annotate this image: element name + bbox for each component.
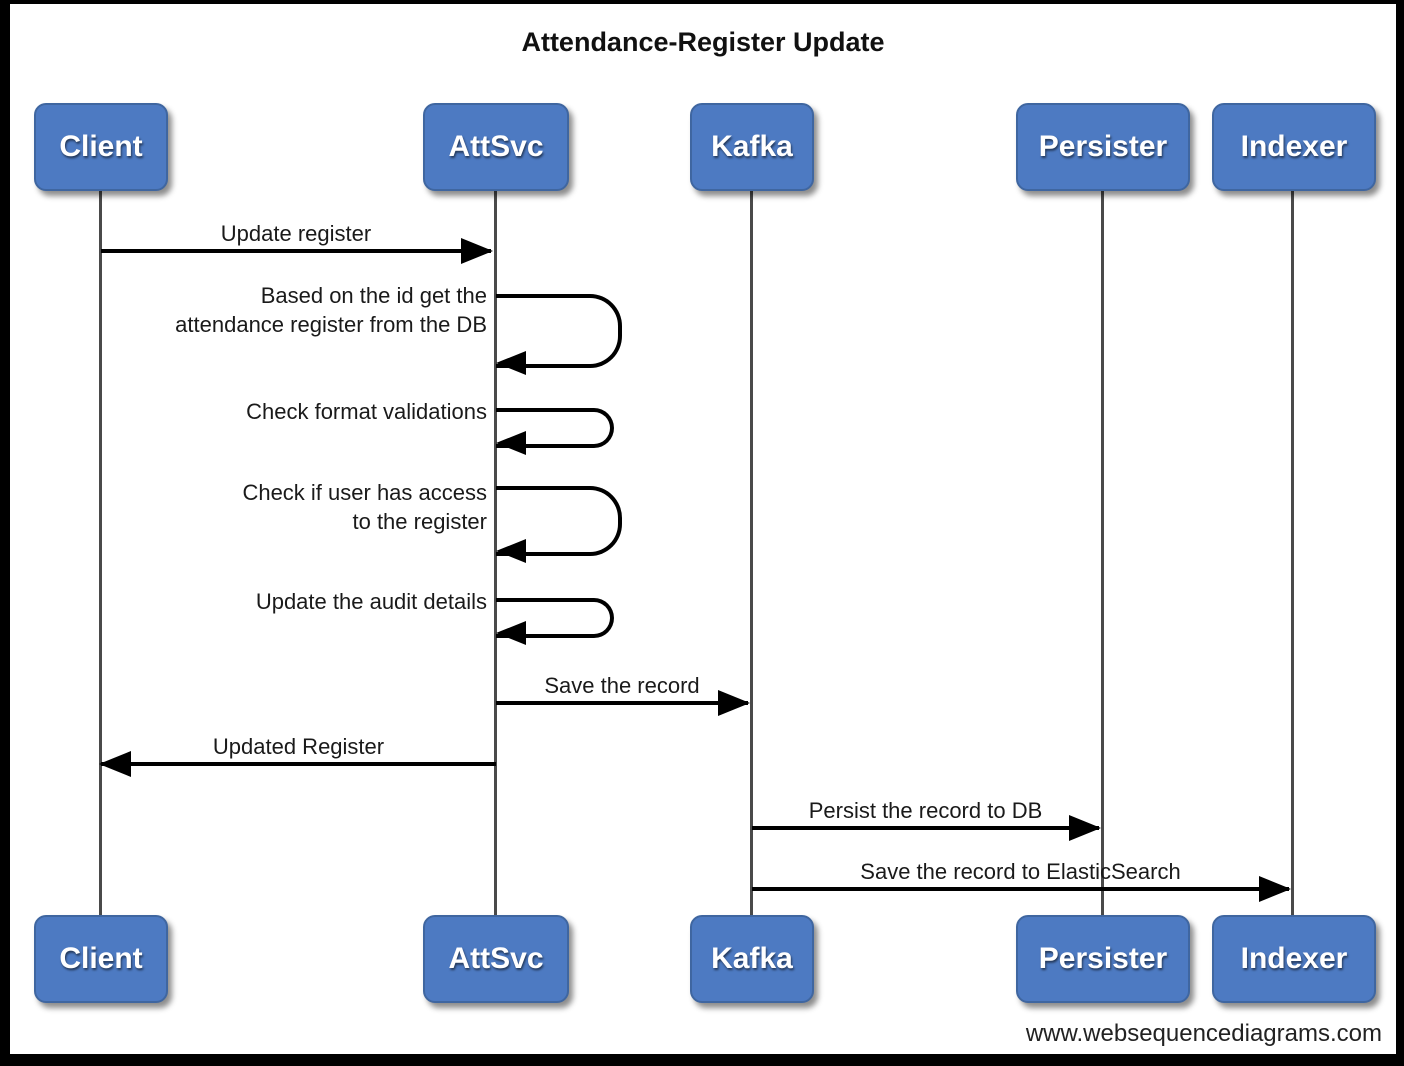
actor-box-persister-top: Persister <box>1016 103 1190 191</box>
actor-label: AttSvc <box>448 942 544 975</box>
lifeline-kafka <box>750 191 753 915</box>
actor-box-kafka-top: Kafka <box>690 103 814 191</box>
arrowhead-right-icon <box>1069 815 1101 841</box>
self-message-label-get-register: Based on the id get the attendance regis… <box>175 283 487 337</box>
watermark: www.websequencediagrams.com <box>1025 1020 1382 1047</box>
self-message-label-format-validations: Check format validations <box>246 399 487 424</box>
self-loop-user-access <box>496 486 622 563</box>
message-line <box>752 887 1289 891</box>
actor-label: Indexer <box>1240 942 1348 975</box>
actor-box-client-top: Client <box>34 103 168 191</box>
actor-label: Kafka <box>711 130 793 163</box>
message-updated-register: Updated Register <box>99 728 496 777</box>
arrowhead-right-icon <box>1259 876 1291 902</box>
arrowhead-right-icon <box>461 238 493 264</box>
self-loop-get-register <box>496 294 622 375</box>
arrowhead-left-icon <box>496 351 526 375</box>
lifeline-client <box>99 191 102 915</box>
lifeline-indexer <box>1291 191 1294 915</box>
arrowhead-left-icon <box>496 431 526 455</box>
message-line <box>752 826 1099 830</box>
actor-label: Persister <box>1038 130 1168 163</box>
message-label: Save the record to ElasticSearch <box>860 859 1181 884</box>
actor-label: AttSvc <box>448 130 544 163</box>
actor-box-client-bottom: Client <box>34 915 168 1003</box>
message-label: Updated Register <box>212 734 385 759</box>
arrowhead-left-icon <box>496 621 526 645</box>
lifeline-attsvc <box>494 191 497 915</box>
message-save-record: Save the record <box>496 667 750 716</box>
diagram-title: Attendance-Register Update <box>521 27 885 57</box>
message-label: Persist the record to DB <box>808 798 1043 823</box>
actor-box-indexer-bottom: Indexer <box>1212 915 1376 1003</box>
arrowhead-left-icon <box>496 539 526 563</box>
self-loop-format-validations <box>496 408 614 455</box>
message-update-register: Update register <box>101 215 493 264</box>
message-line <box>496 701 748 705</box>
message-label: Save the record <box>544 673 700 698</box>
actor-box-attsvc-bottom: AttSvc <box>423 915 569 1003</box>
message-persist-record: Persist the record to DB <box>752 792 1101 841</box>
actor-label: Indexer <box>1240 130 1348 163</box>
lifeline-persister <box>1101 191 1104 915</box>
actor-box-persister-bottom: Persister <box>1016 915 1190 1003</box>
self-message-label-user-access: Check if user has access to the register <box>242 480 487 534</box>
message-save-elasticsearch: Save the record to ElasticSearch <box>752 853 1291 902</box>
arrowhead-left-icon <box>99 751 131 777</box>
arrowhead-right-icon <box>718 690 750 716</box>
actor-label: Persister <box>1038 942 1168 975</box>
diagram-canvas: Attendance-Register Update Client AttSvc… <box>10 4 1396 1054</box>
actor-box-attsvc-top: AttSvc <box>423 103 569 191</box>
actor-label: Kafka <box>711 942 793 975</box>
self-loop-audit-details <box>496 598 614 645</box>
actor-label: Client <box>59 942 143 975</box>
actor-box-kafka-bottom: Kafka <box>690 915 814 1003</box>
actor-box-indexer-top: Indexer <box>1212 103 1376 191</box>
message-label: Update register <box>220 221 372 246</box>
actor-label: Client <box>59 130 143 163</box>
message-line <box>101 762 496 766</box>
message-line <box>101 249 491 253</box>
self-message-label-audit-details: Update the audit details <box>255 589 487 614</box>
